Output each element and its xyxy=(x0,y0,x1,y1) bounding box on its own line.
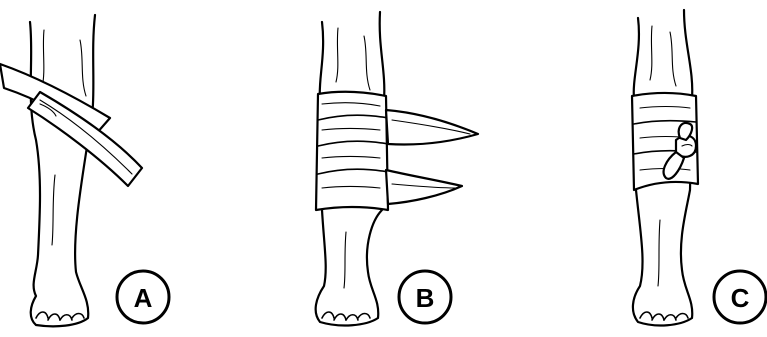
step-badge-a: A xyxy=(117,271,169,323)
step-badge-b: B xyxy=(399,271,451,323)
bandage-tail-b-upper xyxy=(386,110,478,145)
bandage-wraps-b xyxy=(316,92,388,210)
panel-b: B xyxy=(316,12,478,325)
panel-c: C xyxy=(632,10,766,325)
step-label-c: C xyxy=(731,283,750,313)
step-label-a: A xyxy=(134,283,153,313)
panel-a: A xyxy=(0,15,169,326)
step-badge-c: C xyxy=(714,271,766,323)
step-label-b: B xyxy=(416,283,435,313)
leg-a xyxy=(30,15,95,326)
